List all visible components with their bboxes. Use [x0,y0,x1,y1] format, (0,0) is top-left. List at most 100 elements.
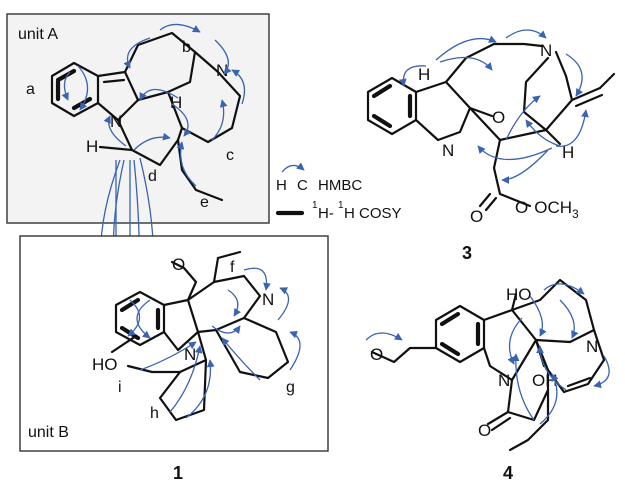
atom-och3: O OCH3 [515,198,579,221]
bond [468,106,494,118]
compound-4-ethyl [508,388,550,452]
hmbc-arrow [565,53,583,97]
hmbc-arrow [525,119,561,147]
atom-ho: HO [506,285,532,304]
hmbc-arrow [277,287,290,321]
atom-h: H [418,65,430,84]
ring-letter-a: a [26,81,35,98]
hmbc-arrow [555,109,589,147]
atom-o: O [478,421,491,440]
hmbc-arrow [214,39,232,75]
hmbc-arrow [435,35,497,61]
hmbc-arrow [539,373,559,425]
legend-hmbc: HMBC [318,177,362,194]
bond [598,72,616,90]
unit-b-correlations [127,267,301,419]
ring-letter-e: e [200,194,209,211]
atom-och: OCH [534,198,572,217]
subscript-3: 3 [572,207,579,221]
legend: H C HMBC 1 H- 1 H COSY [275,162,402,222]
hmbc-arrow [211,99,228,141]
atom-ho: HO [92,355,118,374]
unit-b-label: unit B [28,424,69,441]
compound-3-number: 3 [462,243,472,263]
bond [439,341,461,357]
unit-a-panel: unit A N N H H a b c d e [6,13,270,224]
hmbc-arrow [103,115,127,147]
unit-b-methoxy [170,260,198,302]
bond [510,292,518,312]
legend-cosy-end: H COSY [344,205,402,222]
atom-h: H [562,143,574,162]
bond [98,145,134,152]
atom-n: N [184,345,196,364]
atom-o: O [470,207,483,226]
unit-a-label: unit A [18,26,58,43]
hmbc-arrow [133,132,171,151]
atom-n: N [216,61,228,80]
ring-letter-b: b [182,39,191,56]
hmbc-arrow [77,65,89,111]
hmbc-arrow [559,299,579,339]
compound-4-ring [510,278,596,344]
atom-o: O [370,345,383,364]
bond [486,410,510,426]
legend-arrow [281,162,305,173]
compound-1-number: 1 [173,463,183,482]
legend-cosy-mid: H- [318,205,334,222]
compound-4-number: 4 [503,463,513,482]
compound-4-methoxy [370,346,438,364]
bond [490,416,512,432]
bond [371,113,393,129]
compound-3-ring [554,50,574,102]
bond [574,93,604,108]
ring-letter-f: f [230,259,235,276]
bond [566,376,592,388]
hmbc-arrow [221,337,261,381]
ring-letter-h: h [150,405,159,422]
legend-cosy-sup: 1 [312,200,318,211]
ring-letter-c: c [226,147,234,164]
bond [216,250,242,260]
hmbc-arrow [543,283,585,295]
bond [102,78,126,84]
hmbc-arrow [136,299,151,339]
hmbc-arrow [61,71,71,101]
atom-n: N [498,371,510,390]
hmbc-arrow [507,317,523,365]
hmbc-arrow [398,65,427,87]
ring-letter-g: g [286,379,295,396]
hmbc-arrow [289,330,301,371]
legend-h: H [276,177,287,194]
bond [55,68,77,83]
atom-o: O [515,198,528,217]
hmbc-arrow [501,149,549,184]
hmbc-arrow [593,355,610,389]
hmbc-arrow [171,103,192,137]
hmbc-arrow [185,359,215,419]
hmbc-arrow [159,23,201,33]
compound-4-ring [534,328,606,394]
hmbc-arrow [123,37,151,69]
atom-n: N [110,112,122,131]
atom-n: N [442,141,454,160]
bond [212,256,220,284]
hmbc-arrow [529,295,547,337]
unit-b-ring-h [158,330,208,422]
hmbc-arrow [227,289,242,317]
hmbc-arrow [505,29,547,39]
unit-a-ring-e [116,118,184,167]
hmbc-arrow [243,267,271,291]
unit-b-ring-g [214,316,290,380]
hmbc-arrow [127,299,141,337]
atom-o: O [172,255,185,274]
hmbc-arrow [231,69,246,105]
atom-oh: OH [532,371,558,390]
hmbc-arrow [536,345,567,391]
compound-4-correlations [365,283,610,425]
bond [439,311,461,327]
compound-4: HO N N OH O O 4 [365,278,610,482]
atom-h: H [170,93,182,112]
